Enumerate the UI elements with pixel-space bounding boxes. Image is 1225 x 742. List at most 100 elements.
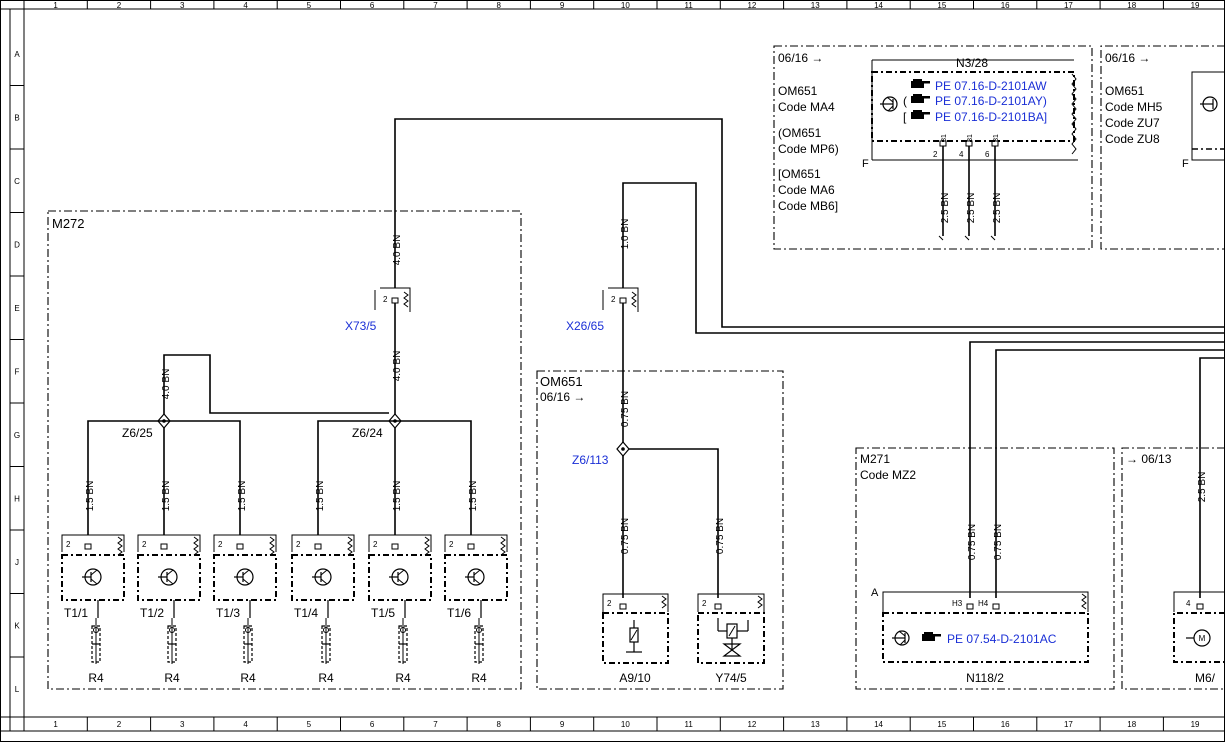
grid-column-label: 8 xyxy=(497,720,502,729)
reference-link[interactable]: PE 07.16-D-2101AW xyxy=(935,79,1047,93)
svg-text:M: M xyxy=(1199,634,1206,643)
component-n118-2[interactable]: A H3 H4 PE 07.54-D-2101AC N118/2 xyxy=(871,587,1089,685)
coil-label: T1/3 xyxy=(216,606,240,620)
variant-code: OM651 xyxy=(778,84,818,98)
connector-strain xyxy=(500,536,506,556)
reference-link[interactable]: PE 07.54-D-2101AC xyxy=(947,632,1057,646)
connector-x73-5[interactable]: 2 X73/5 xyxy=(345,287,411,333)
wire-label: 0.75 BN xyxy=(993,524,1004,560)
grid-column-label: 9 xyxy=(560,1,565,10)
variant-code: Code MA6 xyxy=(778,183,835,197)
pin-number: 31 xyxy=(967,134,974,142)
wire-label: 4.0 BN xyxy=(161,369,172,400)
grid-row-label: G xyxy=(14,431,20,440)
wire-label: 1.5 BN xyxy=(161,481,172,512)
component-y74-5[interactable]: 2 Y74/5 xyxy=(697,593,765,685)
splice-z6-25[interactable]: Z6/25 xyxy=(122,413,171,440)
group-code: M271 xyxy=(860,452,890,466)
splice-z6-24[interactable]: Z6/24 xyxy=(352,413,402,440)
grid-column-label: 18 xyxy=(1127,1,1136,10)
pin-number: 31 xyxy=(993,134,1000,142)
variant-code: Code MH5 xyxy=(1105,100,1163,114)
resistor-label: R4 xyxy=(471,671,487,685)
grid-row-label: L xyxy=(15,685,20,694)
group-code: Code MZ2 xyxy=(860,468,916,482)
wire-label: 1.5 BN xyxy=(237,481,248,512)
grid-column-label: 8 xyxy=(497,1,502,10)
connector-housing xyxy=(291,534,355,552)
transistor-collector xyxy=(473,569,481,576)
grid-column-label: 3 xyxy=(180,720,185,729)
grid-column-label: 18 xyxy=(1127,720,1136,729)
grid-column-label: 14 xyxy=(874,1,883,10)
wire-label: 2.5 BN xyxy=(992,193,1003,224)
transistor-collector xyxy=(320,569,328,576)
pin-label: 2 xyxy=(449,540,454,549)
group-code: OM651 xyxy=(540,374,583,389)
component-a9-10[interactable]: 2 A9/10 xyxy=(602,593,669,685)
variant-code: Code ZU8 xyxy=(1105,132,1160,146)
resistor-label: R4 xyxy=(240,671,256,685)
coil-label: T1/5 xyxy=(371,606,395,620)
transistor-emitter xyxy=(397,578,405,585)
pin-label: 2 xyxy=(66,540,71,549)
pin-terminal xyxy=(467,543,475,550)
grid-column-label: 9 xyxy=(560,720,565,729)
grid-column-label: 17 xyxy=(1064,1,1073,10)
grid-column-label: 16 xyxy=(1001,1,1010,10)
pointing-hand-icon xyxy=(911,94,930,103)
grid-column-label: 10 xyxy=(621,720,630,729)
transistor-collector xyxy=(90,569,98,576)
splice-z6-113[interactable]: Z6/113 xyxy=(572,441,630,467)
transistor-collector xyxy=(397,569,405,576)
connector-strain xyxy=(193,536,199,556)
component-label: Y74/5 xyxy=(715,671,747,685)
grid-column-label: 19 xyxy=(1191,1,1200,10)
component-name: N3/28 xyxy=(956,56,988,70)
pin-label: 2 xyxy=(142,540,147,549)
splice-label: Z6/24 xyxy=(352,426,383,440)
svg-text:2: 2 xyxy=(611,295,616,304)
wire-label: 1.5 BN xyxy=(85,481,96,512)
group-date: → 06/13 xyxy=(1126,452,1172,466)
bracket-text: [ xyxy=(903,110,907,124)
coil-label: T1/2 xyxy=(140,606,164,620)
group-date: 06/16 → xyxy=(778,51,823,65)
wire-label: 2.5 BN xyxy=(940,193,951,224)
connector-x26-65[interactable]: 2 X26/65 xyxy=(566,287,639,333)
wire-end xyxy=(990,235,996,241)
main-supply-cable: 4.0 BN xyxy=(392,118,1225,328)
m272-label: M272 xyxy=(52,216,85,231)
reference-link[interactable]: PE 07.16-D-2101BA] xyxy=(935,110,1047,124)
component-m6[interactable]: 4 M M6/ xyxy=(1173,591,1225,685)
pin-terminal xyxy=(236,543,244,550)
wire-label: 0.75 BN xyxy=(620,391,631,427)
wire-label: 1.5 BN xyxy=(392,481,403,512)
pin-label: 4 xyxy=(959,150,964,159)
pin-terminal xyxy=(391,543,399,550)
coil-body xyxy=(368,554,432,601)
right-variant-group: → 06/13 xyxy=(1121,447,1225,690)
pin-label: 2 xyxy=(933,150,938,159)
reference-link[interactable]: PE 07.16-D-2101AY) xyxy=(935,94,1047,108)
variant-code: Code MP6) xyxy=(778,142,839,156)
splice-label: Z6/25 xyxy=(122,426,153,440)
wire-label: 1.0 BN xyxy=(620,219,631,250)
grid-column-label: 5 xyxy=(307,1,312,10)
transistor-collector xyxy=(166,569,174,576)
splice-label: Z6/113 xyxy=(572,453,609,467)
coil-body xyxy=(213,554,277,601)
pin-label: 2 xyxy=(296,540,301,549)
grid-row-label: J xyxy=(15,558,19,567)
